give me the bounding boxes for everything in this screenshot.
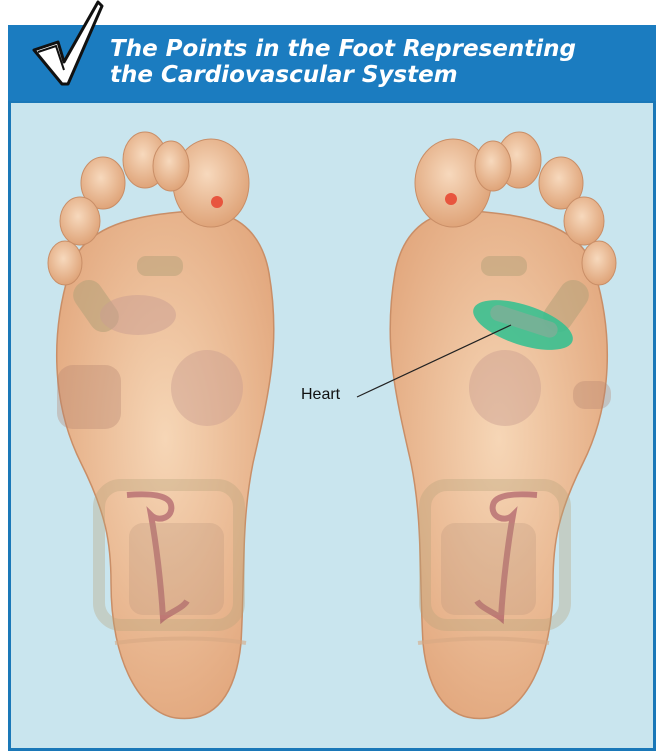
title-line-1: The Points in the Foot Representing	[110, 36, 576, 62]
heart-label: Heart	[301, 386, 340, 404]
right-foot	[390, 132, 616, 719]
left-foot	[48, 132, 274, 719]
title-line-2: the Cardiovascular System	[110, 62, 576, 88]
page-title: The Points in the Foot Representing the …	[110, 36, 576, 88]
red-point-left	[211, 196, 223, 208]
red-point-right	[445, 193, 457, 205]
feet-illustration	[11, 103, 653, 748]
checkmark-icon	[28, 0, 108, 90]
